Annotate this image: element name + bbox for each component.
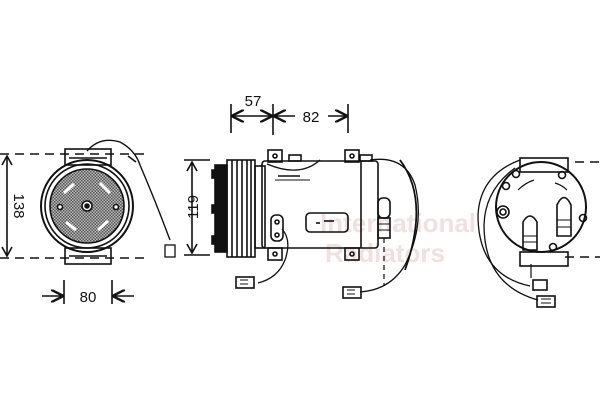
dim-82: 82 (303, 109, 320, 126)
dim-80: 80 (80, 289, 97, 306)
front-view (0, 139, 176, 304)
dim-138: 138 (10, 193, 27, 218)
rear-view (399, 157, 600, 308)
dim-57: 57 (245, 93, 262, 110)
watermark-line2: Radiators (325, 238, 445, 268)
watermark: International Radiators (320, 208, 476, 268)
side-view (184, 104, 419, 299)
dim-119: 119 (185, 195, 202, 219)
